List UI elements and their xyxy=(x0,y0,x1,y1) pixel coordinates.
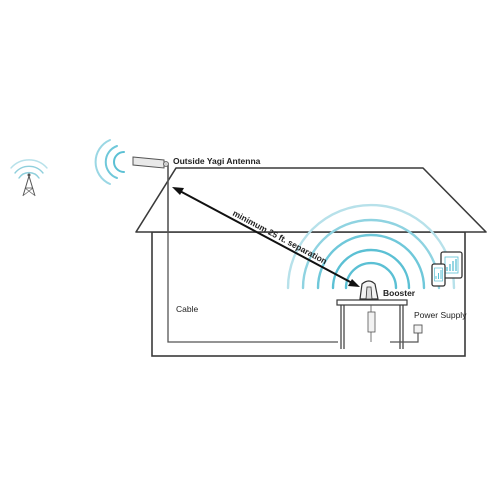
booster-icon xyxy=(359,280,379,300)
separation-arrow xyxy=(172,187,360,287)
house xyxy=(135,167,487,357)
power-supply-label: Power Supply xyxy=(414,310,467,320)
cable-line xyxy=(167,232,338,343)
yagi-antenna-icon xyxy=(94,139,169,232)
booster-label: Booster xyxy=(383,288,416,298)
booster-signal-waves xyxy=(286,203,456,290)
antenna-label: Outside Yagi Antenna xyxy=(173,156,261,166)
tablet-phone-icon xyxy=(431,251,463,287)
cable-label: Cable xyxy=(176,304,198,314)
house-wall xyxy=(151,231,466,357)
power-supply-icon xyxy=(390,324,423,343)
cell-tower-icon xyxy=(10,159,48,197)
house-roof xyxy=(135,167,487,233)
